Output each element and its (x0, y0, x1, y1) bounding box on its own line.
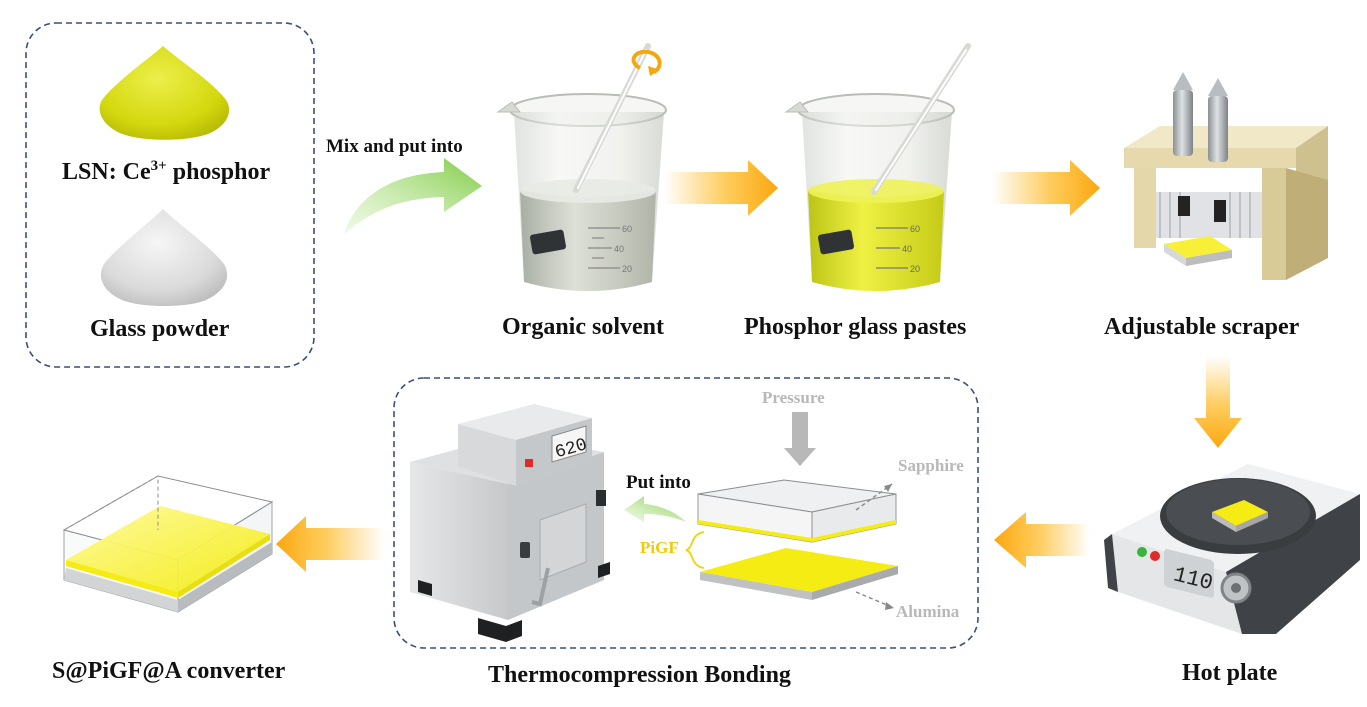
materials-frame (25, 22, 315, 368)
sapphire-label: Sapphire (898, 456, 964, 475)
converter-label: S@PiGF@A converter (52, 658, 286, 684)
solvent-mark-2: 40 (614, 244, 624, 254)
thermo-label: Thermocompression Bonding (488, 662, 791, 688)
mix-label: Mix and put into (326, 136, 463, 157)
adjustable-scraper-image (1124, 72, 1328, 280)
paste-mark-1: 60 (910, 224, 920, 234)
mix-arrow (344, 158, 482, 234)
phosphor-cone-image (99, 46, 230, 140)
phosphor-label-main: LSN: Ce (62, 159, 151, 185)
pressure-arrow (784, 412, 816, 466)
flow-arrow-left-2 (276, 516, 384, 572)
paste-mark-2: 40 (902, 244, 912, 254)
flow-arrow-2 (992, 160, 1100, 216)
paste-mark-3: 20 (910, 264, 920, 274)
flow-arrow-1 (664, 160, 778, 216)
flow-arrow-down (1194, 356, 1242, 448)
pastes-label: Phosphor glass pastes (744, 314, 967, 340)
hot-plate-image (1104, 464, 1360, 634)
phosphor-paste-beaker-image (784, 43, 971, 291)
put-into-label: Put into (626, 472, 691, 493)
sapphire-layer-image (697, 479, 897, 543)
solvent-mark-3: 20 (622, 264, 632, 274)
phosphor-label-sup: 3+ (150, 158, 167, 174)
pigf-label: PiGF (640, 538, 679, 557)
pigf-brace (685, 531, 705, 569)
pressure-label: Pressure (762, 388, 825, 407)
organic-solvent-label: Organic solvent (502, 314, 664, 340)
phosphor-label: LSN: Ce3+ phosphor (62, 158, 270, 186)
thermo-frame (393, 377, 979, 649)
scraper-label: Adjustable scraper (1104, 314, 1300, 340)
glass-powder-cone-image (100, 209, 228, 306)
solvent-mark-1: 60 (622, 224, 632, 234)
phosphor-label-rest: phosphor (166, 159, 271, 185)
furnace-image (410, 404, 610, 642)
flow-arrow-left-1 (994, 512, 1090, 568)
alumina-label: Alumina (896, 602, 960, 621)
organic-solvent-beaker-image (496, 43, 667, 291)
glass-powder-label: Glass powder (90, 316, 230, 342)
put-into-arrow (624, 496, 686, 522)
converter-image (62, 475, 274, 613)
hot-plate-label: Hot plate (1182, 660, 1278, 686)
alumina-layer-image (700, 548, 898, 600)
